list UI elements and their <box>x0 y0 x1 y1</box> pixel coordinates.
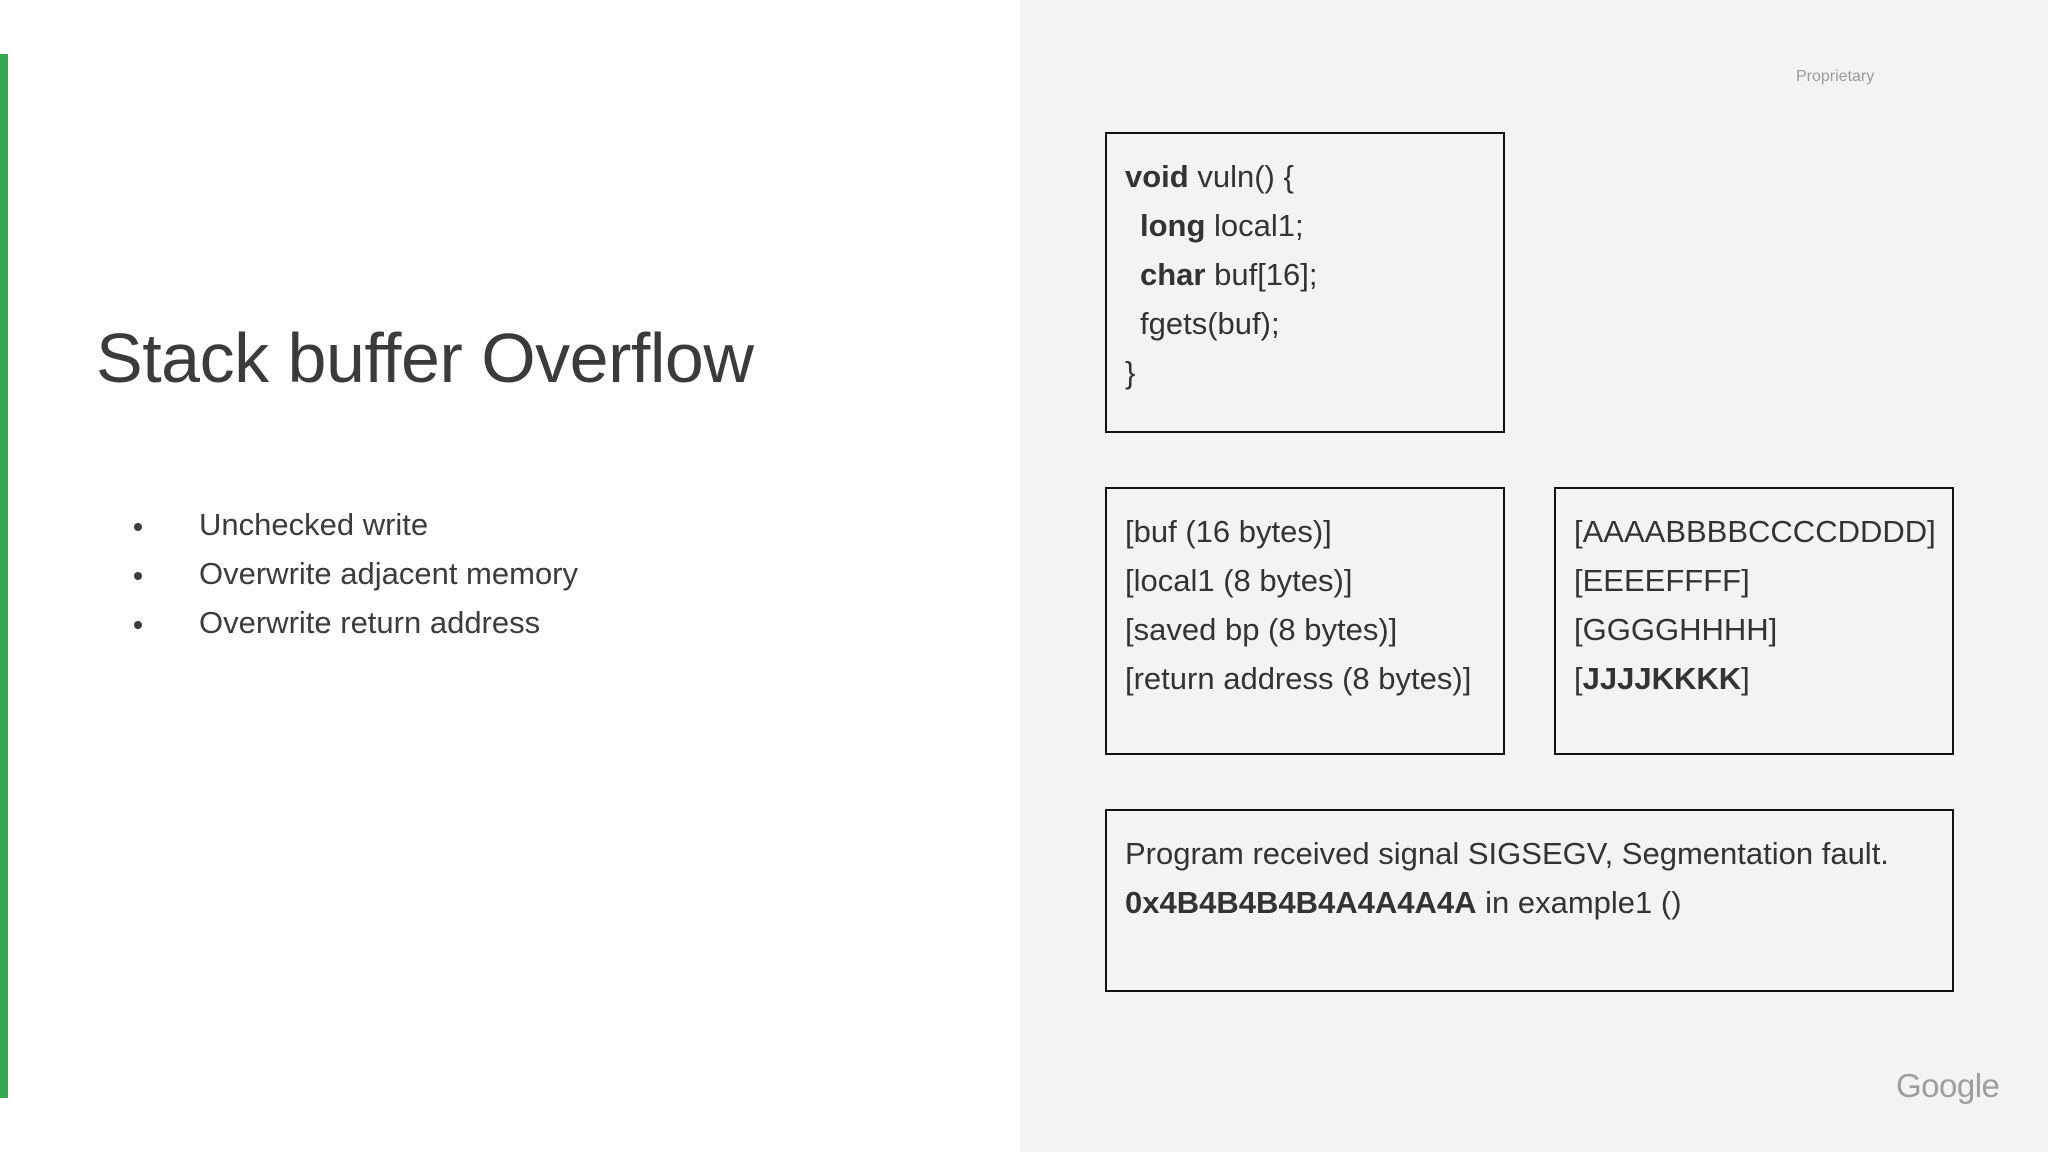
payload-line: [JJJJKKKK] <box>1574 654 1934 703</box>
bullet-text: Overwrite return address <box>199 605 541 640</box>
payload-line: [AAAABBBBCCCCDDDD] <box>1574 514 1936 549</box>
bullet-item: Overwrite return address <box>130 598 578 647</box>
payload-bracket-close: ] <box>1741 661 1750 696</box>
code-line: void vuln() { <box>1125 152 1485 201</box>
stack-layout-line: [return address (8 bytes)] <box>1125 661 1472 696</box>
google-logo: Google <box>1896 1067 2000 1104</box>
bullet-text: Overwrite adjacent memory <box>199 556 579 591</box>
code-text: fgets(buf); <box>1140 306 1280 341</box>
code-text: buf[16]; <box>1205 257 1318 292</box>
code-text: vuln() { <box>1188 159 1294 194</box>
crash-output-line: Program received signal SIGSEGV, Segment… <box>1125 836 1889 871</box>
crash-output-box: Program received signal SIGSEGV, Segment… <box>1105 809 1954 992</box>
crash-output-line: 0x4B4B4B4B4A4A4A4A in example1 () <box>1125 878 1934 927</box>
payload-overwrite-bytes: JJJJKKKK <box>1582 661 1742 696</box>
bullet-item: Unchecked write <box>130 500 578 549</box>
code-line: } <box>1125 348 1485 397</box>
crash-location: in example1 () <box>1476 885 1682 920</box>
right-panel <box>1020 0 2048 1152</box>
code-keyword: void <box>1125 159 1189 194</box>
bullet-text: Unchecked write <box>199 507 429 542</box>
slide-title: Stack buffer Overflow <box>96 319 754 397</box>
code-line: long local1; <box>1125 201 1485 250</box>
code-text: local1; <box>1205 208 1304 243</box>
accent-bar <box>0 54 8 1098</box>
payload-bracket-open: [ <box>1574 661 1583 696</box>
proprietary-label: Proprietary <box>1796 68 1875 85</box>
bullet-dot-icon <box>134 572 142 580</box>
payload-line: [GGGGHHHH] <box>1574 612 1778 647</box>
code-line: char buf[16]; <box>1125 250 1485 299</box>
code-keyword: long <box>1140 208 1206 243</box>
stack-layout-line: [local1 (8 bytes)] <box>1125 563 1353 598</box>
bullet-list: Unchecked write Overwrite adjacent memor… <box>130 500 578 647</box>
stack-layout-box: [buf (16 bytes)] [local1 (8 bytes)] [sav… <box>1105 487 1505 755</box>
stack-layout-line: [saved bp (8 bytes)] <box>1125 612 1398 647</box>
bullet-dot-icon <box>134 621 142 629</box>
code-box: void vuln() { long local1; char buf[16];… <box>1105 132 1505 433</box>
payload-box: [AAAABBBBCCCCDDDD] [EEEEFFFF] [GGGGHHHH]… <box>1554 487 1954 755</box>
code-line: fgets(buf); <box>1125 299 1485 348</box>
bullet-item: Overwrite adjacent memory <box>130 549 578 598</box>
stack-layout-line: [buf (16 bytes)] <box>1125 514 1332 549</box>
code-text: } <box>1125 355 1136 390</box>
code-keyword: char <box>1140 257 1206 292</box>
bullet-dot-icon <box>134 523 142 531</box>
payload-line: [EEEEFFFF] <box>1574 563 1750 598</box>
crash-address: 0x4B4B4B4B4A4A4A4A <box>1125 885 1477 920</box>
